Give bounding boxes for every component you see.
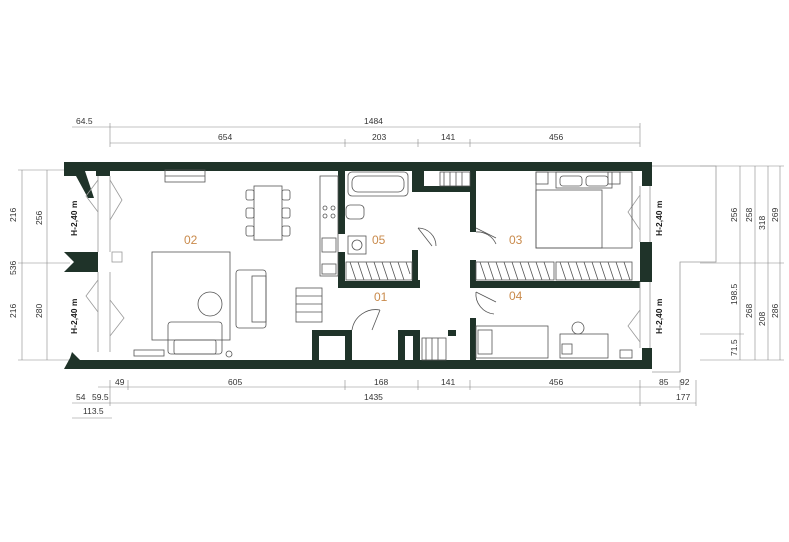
right-dimensions: 256 198.5 71.5 258 268 318 208 269 286 — [700, 165, 784, 361]
dim-right-198-5: 198.5 — [729, 283, 739, 305]
doors — [351, 227, 497, 361]
dim-bottom-168: 168 — [374, 377, 388, 387]
room-label-02: 02 — [184, 233, 198, 247]
utility-room — [439, 171, 471, 187]
room-label-03: 03 — [509, 233, 523, 247]
left-dimensions: 216 536 216 256 280 — [8, 169, 70, 361]
left-windows — [85, 176, 125, 352]
dim-bottom-141: 141 — [441, 377, 455, 387]
dim-bottom-54: 54 — [76, 392, 86, 402]
dim-top-total: 1484 — [364, 116, 383, 126]
ceiling-height-label-right-bottom: H-2,40 m — [654, 298, 664, 334]
dim-top-seg-2: 203 — [372, 132, 386, 142]
dim-right-286: 286 — [770, 304, 780, 318]
room-label-04: 04 — [509, 289, 523, 303]
ceiling-height-label-left-top: H-2,40 m — [69, 200, 79, 236]
dim-right-268: 268 — [744, 304, 754, 318]
bedroom-04-furniture — [475, 321, 633, 359]
ceiling-height-label-right-top: H-2,40 m — [654, 200, 664, 236]
dim-bottom-177: 177 — [676, 392, 690, 402]
dim-bottom-92: 92 — [680, 377, 690, 387]
dim-left-216-top: 216 — [8, 208, 18, 222]
dim-right-71-5: 71.5 — [729, 339, 739, 356]
dim-left-280: 280 — [34, 304, 44, 318]
dim-right-318: 318 — [757, 216, 767, 230]
bedroom-03-furniture — [475, 171, 633, 281]
dim-bottom-456: 456 — [549, 377, 563, 387]
dim-bottom-605: 605 — [228, 377, 242, 387]
living-room-furniture — [133, 169, 339, 358]
dim-bottom-113-5: 113.5 — [83, 406, 104, 416]
room-label-01: 01 — [374, 290, 388, 304]
dim-right-269: 269 — [770, 208, 780, 222]
bathroom-fixtures — [345, 171, 413, 281]
dim-right-256: 256 — [729, 208, 739, 222]
interior-walls — [312, 166, 640, 368]
top-dimensions: 64.5 1484 654 203 141 456 — [72, 116, 641, 147]
dim-right-258: 258 — [744, 208, 754, 222]
dim-bottom-49: 49 — [115, 377, 125, 387]
dim-left-216-bottom: 216 — [8, 304, 18, 318]
dim-bottom-85: 85 — [659, 377, 669, 387]
balcony — [652, 165, 717, 373]
dim-left-536: 536 — [8, 261, 18, 275]
dim-right-208: 208 — [757, 312, 767, 326]
dim-top-seg-3: 141 — [441, 132, 455, 142]
dim-left-256: 256 — [34, 211, 44, 225]
dim-bottom-59-5: 59.5 — [92, 392, 109, 402]
exterior-walls — [64, 162, 652, 369]
dim-bottom-1435: 1435 — [364, 392, 383, 402]
bottom-dimensions: 49 605 168 141 456 85 92 54 59.5 1435 17… — [72, 377, 697, 419]
dim-top-seg-1: 654 — [218, 132, 232, 142]
dim-top-seg-4: 456 — [549, 132, 563, 142]
room-label-05: 05 — [372, 233, 386, 247]
dim-top-offset: 64.5 — [76, 116, 93, 126]
ceiling-height-label-left-bottom: H-2,40 m — [69, 298, 79, 334]
right-windows — [627, 186, 651, 348]
